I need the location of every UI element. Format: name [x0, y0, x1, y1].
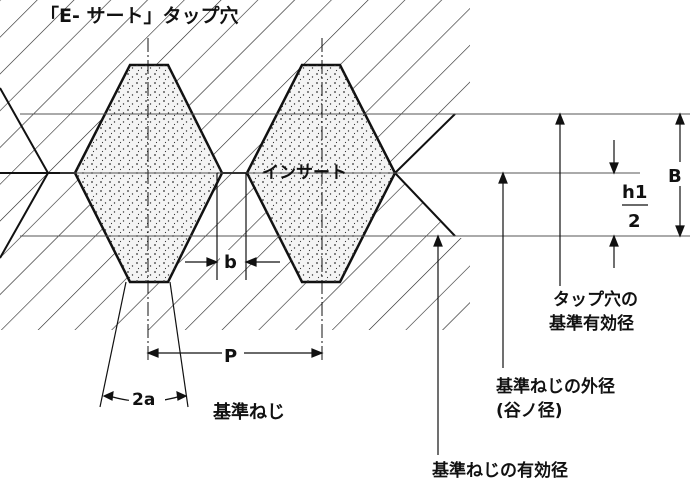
reference-pitch-diameter-label: 基準ねじの有効径	[431, 460, 568, 481]
reference-lines	[20, 113, 690, 237]
b-dimension	[185, 173, 280, 280]
b-height-label: B	[668, 166, 682, 187]
reference-major-diameter-line1: 基準ねじの外径	[495, 376, 615, 397]
insert-label: インサート	[262, 163, 347, 183]
two-a-label: 2a	[132, 390, 155, 410]
p-label: P	[224, 346, 237, 367]
hatched-material	[0, 0, 470, 330]
h1-label: h1	[622, 182, 647, 203]
b-label: b	[224, 252, 237, 273]
reference-thread-label: 基準ねじ	[212, 401, 285, 423]
reference-thread-profile	[0, 87, 456, 259]
diagram-title: 「E- サート」タップ穴	[40, 4, 238, 27]
center-lines	[147, 38, 323, 360]
two-label: 2	[628, 211, 641, 232]
tap-hole-pitch-diameter-line2: 基準有効径	[548, 313, 634, 334]
reference-major-diameter-line2: (谷ノ径)	[496, 400, 563, 421]
tap-hole-pitch-diameter-line1: タップ穴の	[553, 289, 638, 310]
leader-arrows	[433, 112, 565, 455]
h1-half-dimension	[609, 140, 648, 268]
